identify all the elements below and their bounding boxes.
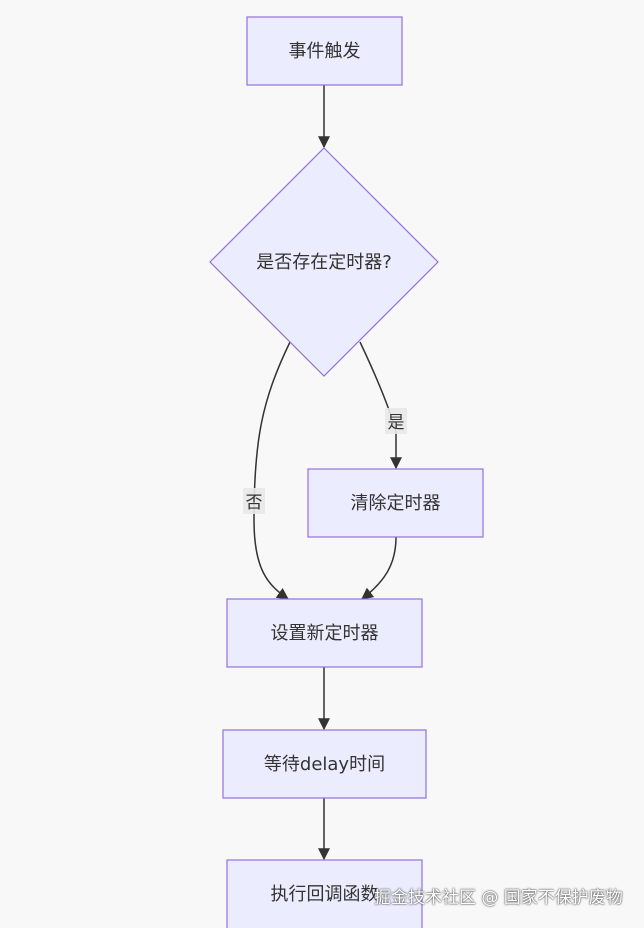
node-wait-delay-label: 等待delay时间 (264, 754, 385, 775)
edge-label-yes: 是 (385, 408, 407, 434)
edge-label-no-text: 否 (246, 493, 263, 513)
node-execute-callback: 执行回调函数 (226, 859, 423, 928)
edge-label-no: 否 (243, 488, 265, 514)
edge-decision-yes (359, 341, 402, 470)
node-timer-exists-label: 是否存在定时器? (256, 252, 392, 273)
node-set-new-timer-label: 设置新定时器 (271, 623, 379, 644)
node-clear-timer-label: 清除定时器 (351, 493, 441, 514)
node-execute-callback-label: 执行回调函数 (271, 884, 379, 905)
node-timer-exists-decision: 是否存在定时器? (209, 147, 439, 377)
node-event-trigger: 事件触发 (246, 16, 403, 86)
edge-clear-to-set (361, 536, 397, 600)
node-set-new-timer: 设置新定时器 (226, 598, 423, 668)
node-clear-timer: 清除定时器 (307, 468, 484, 538)
node-event-trigger-label: 事件触发 (289, 41, 361, 62)
edge-label-yes-text: 是 (388, 413, 405, 433)
edge-decision-no (253, 341, 291, 600)
node-wait-delay: 等待delay时间 (222, 729, 427, 799)
watermark: 掘金技术社区 @ 国家不保护废物 (374, 888, 623, 908)
